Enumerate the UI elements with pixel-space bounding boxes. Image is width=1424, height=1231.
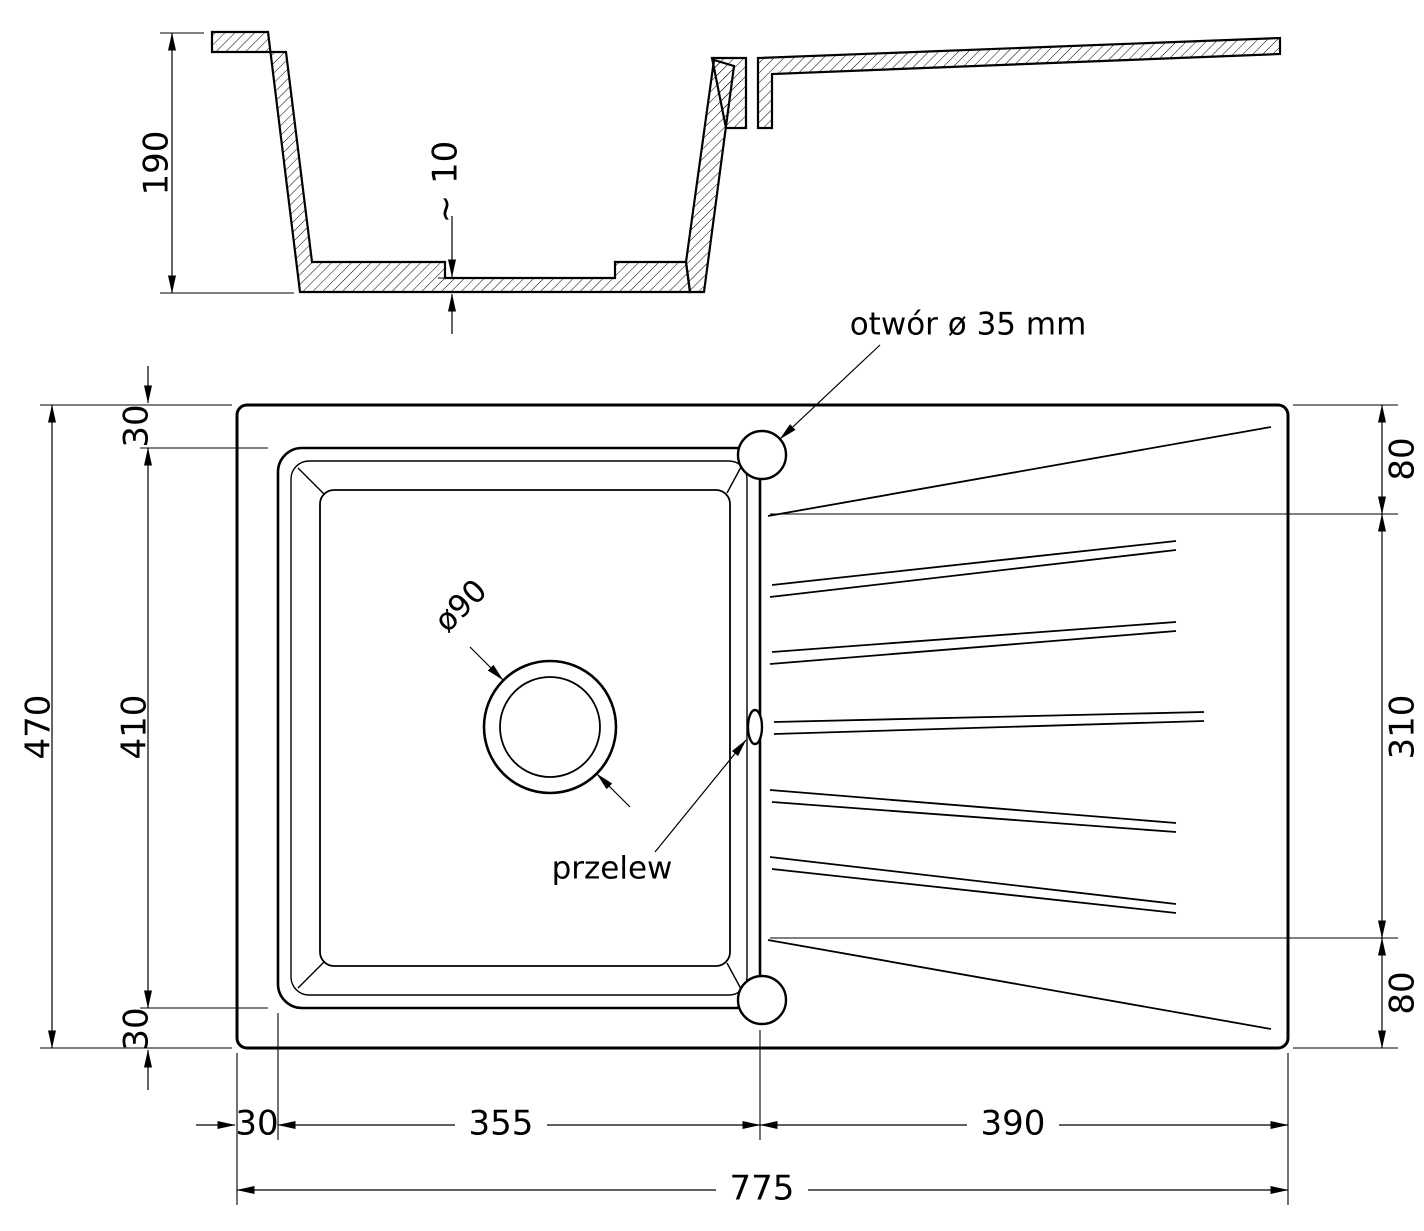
- dim-drainer-width: 390: [981, 1104, 1046, 1144]
- dim-section-bottom-thickness: ~ 10: [426, 141, 466, 224]
- groove-line: [769, 789, 1177, 824]
- leader-tap-hole: [779, 344, 881, 440]
- groove-line: [767, 939, 1272, 1030]
- groove-line: [769, 549, 1177, 598]
- dim-right-bottom: 80: [1383, 971, 1423, 1014]
- text-mask: [455, 1107, 547, 1143]
- plan-view: otwór ø 35 mm ø90 przelew 470 30 410 30: [19, 307, 1423, 1209]
- groove-line: [771, 540, 1177, 586]
- label-overflow: przelew: [552, 851, 673, 887]
- groove-line: [769, 856, 1177, 905]
- section-view: 190 ~ 10: [137, 30, 1282, 334]
- drainboard-grooves: [767, 426, 1272, 1030]
- basin-corner-slope: [726, 466, 742, 494]
- section-basin-right-wall: [684, 58, 736, 294]
- groove-line: [771, 801, 1177, 833]
- drain-hole-inner: [499, 676, 601, 778]
- dim-basin-height: 410: [115, 695, 155, 760]
- text-mask: [967, 1107, 1059, 1143]
- tap-hole-top: [736, 429, 788, 481]
- basin-corner-slope: [726, 962, 742, 990]
- dim-total-height: 470: [19, 695, 59, 760]
- dim-edge-top: 30: [117, 404, 157, 447]
- groove-line: [773, 711, 1205, 723]
- dim-edge-bottom: 30: [117, 1007, 157, 1050]
- section-basin-body: [210, 30, 692, 294]
- basin-bottom: [319, 489, 731, 967]
- groove-line: [773, 720, 1205, 735]
- drain-hole-outer: [482, 659, 618, 795]
- dim-right-middle: 310: [1383, 695, 1423, 760]
- dim-basin-width: 355: [469, 1104, 534, 1144]
- label-tap-hole: otwór ø 35 mm: [850, 307, 1087, 343]
- section-drainboard: [756, 36, 1282, 130]
- tap-hole-bottom: [736, 974, 788, 1026]
- overflow-hole: [746, 708, 764, 746]
- text-mask: [716, 1172, 808, 1208]
- leader-drain-upper: [469, 646, 504, 681]
- groove-line: [769, 630, 1177, 665]
- groove-line: [771, 868, 1177, 914]
- basin-corner-slope: [297, 961, 325, 989]
- dim-section-height: 190: [137, 131, 177, 196]
- groove-line: [771, 621, 1177, 653]
- leader-drain-lower: [596, 773, 631, 808]
- dim-bottom-edge: 30: [235, 1104, 278, 1144]
- section-deck-block-left: [710, 56, 748, 130]
- dim-total-width: 775: [730, 1169, 795, 1209]
- groove-line: [767, 426, 1272, 517]
- leader-overflow: [654, 739, 747, 853]
- basin-corner-slope: [297, 467, 325, 495]
- dim-right-top: 80: [1383, 437, 1423, 480]
